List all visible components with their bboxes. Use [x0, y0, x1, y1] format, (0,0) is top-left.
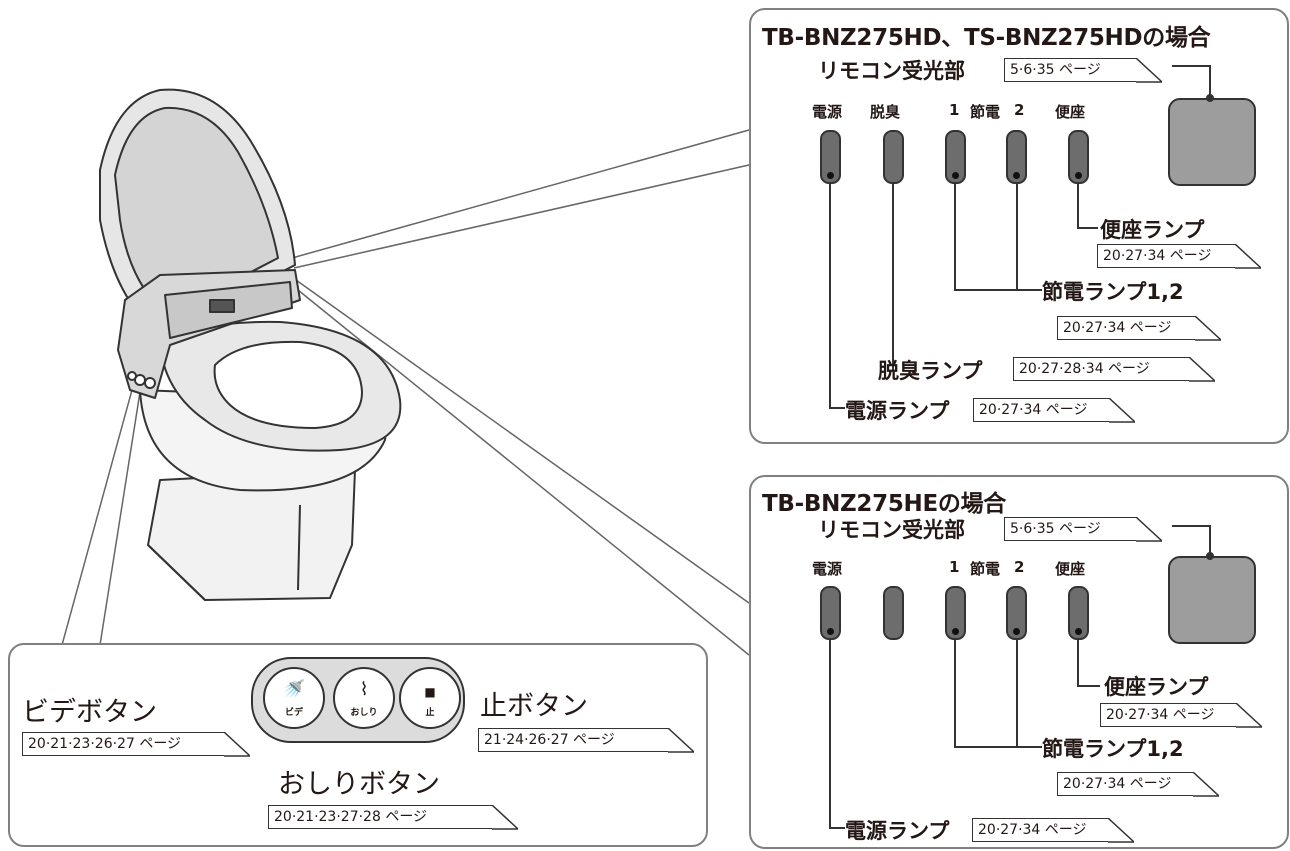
hd-receiver-label: リモコン受光部: [818, 59, 965, 83]
hd-receiver-ref: 5·6·35 ページ: [1004, 57, 1162, 83]
he-power-lamp-ref: 20·27·34 ページ: [972, 817, 1134, 843]
he-receiver-ref: 5·6·35 ページ: [1004, 516, 1162, 542]
he-power-lamp-label: 電源ランプ: [845, 819, 950, 843]
he-power-lamp: [820, 586, 841, 640]
hd-power-lamp: [820, 130, 841, 184]
he-save-lamp-ref: 20·27·34 ページ: [1057, 771, 1219, 797]
he-unused-lamp: [883, 586, 904, 640]
hd-header-deodor: 脱臭: [870, 103, 901, 121]
stop-ref: 21·24·26·27 ページ: [478, 727, 694, 753]
he-header-save-1: 1: [949, 558, 960, 576]
oshiri-button-icon[interactable]: ⌇ おしり: [333, 667, 395, 729]
he-remote-receiver: [1168, 556, 1256, 644]
he-receiver-label: リモコン受光部: [818, 518, 965, 542]
hd-power-lamp-ref: 20·27·34 ページ: [973, 397, 1135, 423]
hd-header-power: 電源: [812, 103, 843, 121]
he-save-lamp-label: 節電ランプ1,2: [1042, 737, 1184, 761]
hd-header-save-1: 1: [949, 101, 960, 119]
he-seat-lamp: [1068, 586, 1089, 640]
oshiri-icon: ⌇: [359, 679, 369, 700]
panel-he-title: TB-BNZ275HEの場合: [762, 491, 1006, 517]
he-header-save: 節電: [970, 560, 1001, 578]
hd-deodor-lamp: [883, 130, 904, 184]
panel-hd-title: TB-BNZ275HD、TS-BNZ275HDの場合: [762, 25, 1211, 51]
hd-header-seat: 便座: [1055, 103, 1086, 121]
bidet-icon: 🚿: [282, 679, 306, 700]
stop-button-caption: 止: [425, 708, 435, 718]
he-save1-lamp: [945, 586, 966, 640]
oshiri-button-caption: おしり: [350, 708, 378, 718]
bidet-button-label: ビデボタン: [22, 697, 157, 728]
stop-button-icon[interactable]: ■ 止: [399, 667, 461, 729]
hd-save-lamp-label: 節電ランプ1,2: [1042, 280, 1184, 304]
hd-remote-receiver: [1168, 98, 1256, 186]
oshiri-ref: 20·21·23·27·28 ページ: [268, 804, 518, 830]
he-header-save-2: 2: [1014, 558, 1025, 576]
hd-save1-lamp: [945, 130, 966, 184]
he-save2-lamp: [1006, 586, 1027, 640]
bidet-ref: 20·21·23·26·27 ページ: [22, 731, 250, 757]
bidet-button-caption: ビデ: [284, 708, 303, 718]
hd-deodor-lamp-label: 脱臭ランプ: [878, 359, 983, 383]
hd-save-lamp-ref: 20·27·34 ページ: [1057, 315, 1221, 341]
stop-button-label: 止ボタン: [480, 691, 588, 722]
oshiri-button-label: おしりボタン: [278, 769, 440, 800]
hd-seat-lamp: [1068, 130, 1089, 184]
hd-power-lamp-label: 電源ランプ: [845, 399, 950, 423]
hd-header-save-2: 2: [1014, 101, 1025, 119]
stop-icon: ■: [424, 685, 436, 699]
he-header-power: 電源: [812, 560, 843, 578]
hd-save2-lamp: [1006, 130, 1027, 184]
hd-seat-lamp-label: 便座ランプ: [1100, 218, 1205, 242]
hd-deodor-lamp-ref: 20·27·28·34 ページ: [1013, 356, 1215, 382]
he-seat-lamp-ref: 20·27·34 ページ: [1100, 702, 1262, 728]
hd-seat-lamp-ref: 20·27·34 ページ: [1097, 243, 1261, 269]
bidet-button-icon[interactable]: 🚿 ビデ: [263, 667, 325, 729]
hd-header-save: 節電: [970, 103, 1001, 121]
he-seat-lamp-label: 便座ランプ: [1104, 675, 1209, 699]
he-header-seat: 便座: [1055, 560, 1086, 578]
